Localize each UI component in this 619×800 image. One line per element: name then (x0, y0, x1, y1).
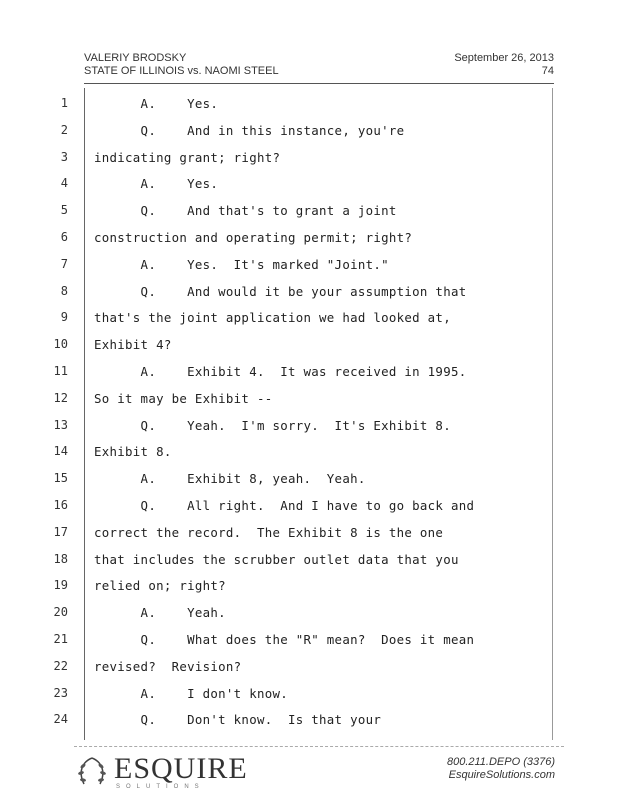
transcript-line: 14 Exhibit 8. (0, 442, 619, 462)
line-number: 1 (60, 96, 68, 110)
line-text: relied on; right? (94, 578, 226, 594)
logo-subtitle: SOLUTIONS (116, 784, 205, 790)
transcript-line: 11 A. Exhibit 4. It was received in 1995… (0, 362, 619, 382)
witness-name: VALERIY BRODSKY (84, 52, 187, 64)
line-text: indicating grant; right? (94, 149, 281, 165)
line-number: 12 (53, 390, 68, 405)
line-number: 13 (53, 417, 68, 432)
line-text: Q. Yeah. I'm sorry. It's Exhibit 8. (94, 417, 451, 433)
laurel-icon (78, 757, 106, 785)
line-text: correct the record. The Exhibit 8 is the… (94, 524, 444, 540)
transcript-line: 24 Q. Don't know. Is that your (0, 710, 619, 730)
line-number: 16 (53, 498, 68, 512)
esquire-logo: ESQUIRE SOLUTIONS (74, 752, 247, 792)
line-text: Q. All right. And I have to go back and (94, 498, 475, 513)
line-text: Exhibit 8. (94, 444, 172, 460)
transcript-line: 16 Q. All right. And I have to go back a… (0, 496, 619, 516)
deposition-date: September 26, 2013 (454, 52, 554, 64)
line-number: 22 (53, 658, 68, 673)
line-text: Q. And in this instance, you're (94, 122, 405, 138)
transcript-line: 19 relied on; right? (0, 576, 619, 596)
transcript-line: 23 A. I don't know. (0, 684, 619, 704)
line-text: Exhibit 4? (94, 337, 172, 353)
line-text: that's the joint application we had look… (94, 310, 451, 326)
line-number: 8 (60, 283, 68, 298)
line-number: 5 (60, 203, 68, 218)
left-margin-rule (84, 88, 85, 740)
transcript-line: 17 correct the record. The Exhibit 8 is t… (0, 523, 619, 543)
line-number: 20 (53, 605, 68, 620)
line-text: A. Exhibit 8, yeah. Yeah. (94, 471, 366, 487)
line-number: 19 (53, 578, 68, 593)
line-text: A. I don't know. (94, 685, 288, 701)
transcript-line: 7 A. Yes. It's marked "Joint." (0, 255, 619, 275)
case-title: STATE OF ILLINOIS vs. NAOMI STEEL (84, 65, 279, 77)
line-text: Q. Don't know. Is that your (94, 712, 382, 728)
transcript-line: 3 indicating grant; right? (0, 148, 619, 168)
line-number: 24 (53, 712, 68, 727)
page-number: 74 (541, 65, 554, 77)
line-number: 10 (53, 337, 68, 352)
transcript-line: 10 Exhibit 4? (0, 335, 619, 355)
line-number: 14 (53, 444, 68, 459)
line-text: A. Yes. (94, 176, 219, 192)
line-number: 11 (53, 364, 68, 378)
line-number: 23 (53, 685, 68, 700)
line-text: construction and operating permit; right… (94, 230, 413, 245)
header-left: VALERIY BRODSKY STATE OF ILLINOIS vs. NA… (84, 52, 279, 78)
line-number: 18 (53, 551, 68, 566)
line-text: A. Exhibit 4. It was received in 1995. (94, 364, 467, 379)
transcript-line: 8 Q. And would it be your assumption tha… (0, 282, 619, 302)
transcript-line: 18 that includes the scrubber outlet data… (0, 550, 619, 570)
footer-divider (74, 746, 564, 747)
line-number: 2 (60, 122, 68, 137)
line-number: 4 (60, 176, 68, 191)
transcript-line: 5 Q. And that's to grant a joint (0, 201, 619, 221)
transcript-line: 13 Q. Yeah. I'm sorry. It's Exhibit 8. (0, 416, 619, 436)
transcript-line: 2 Q. And in this instance, you're (0, 121, 619, 141)
line-text: Q. And would it be your assumption that (94, 283, 467, 299)
contact-info: 800.211.DEPO (3376) EsquireSolutions.com (447, 756, 555, 782)
line-text: So it may be Exhibit -- (94, 390, 273, 406)
transcript-line: 21 Q. What does the "R" mean? Does it me… (0, 630, 619, 650)
line-text: A. Yeah. (94, 605, 226, 621)
transcript-line: 1 A. Yes. (0, 94, 619, 114)
header-right: September 26, 2013 74 (454, 52, 554, 78)
line-text: Q. What does the "R" mean? Does it mean (94, 632, 475, 647)
phone-number: 800.211.DEPO (3376) (446, 756, 555, 768)
line-number: 9 (60, 310, 68, 325)
line-text: Q. And that's to grant a joint (94, 203, 397, 219)
website-link[interactable]: EsquireSolutions.com (448, 769, 555, 781)
transcript-line: 12 So it may be Exhibit -- (0, 389, 619, 409)
page-header: VALERIY BRODSKY STATE OF ILLINOIS vs. NA… (84, 52, 554, 82)
header-divider (84, 83, 554, 84)
right-margin-rule (552, 88, 553, 740)
line-text: revised? Revision? (94, 658, 242, 674)
line-number: 17 (53, 524, 68, 539)
transcript-line: 9 that's the joint application we had loo… (0, 308, 619, 328)
line-number: 21 (53, 632, 68, 646)
line-text: A. Yes. (94, 96, 219, 111)
line-number: 3 (60, 149, 68, 164)
line-number: 15 (53, 471, 68, 486)
line-number: 6 (60, 230, 68, 244)
line-text: A. Yes. It's marked "Joint." (94, 256, 389, 272)
logo-wordmark: ESQUIRE (114, 752, 248, 785)
transcript-line: 4 A. Yes. (0, 174, 619, 194)
transcript-line: 15 A. Exhibit 8, yeah. Yeah. (0, 469, 619, 489)
transcript-line: 22 revised? Revision? (0, 657, 619, 677)
transcript-line: 6 construction and operating permit; righ… (0, 228, 619, 248)
transcript-line: 20 A. Yeah. (0, 603, 619, 623)
line-text: that includes the scrubber outlet data t… (94, 551, 459, 567)
line-number: 7 (60, 256, 68, 271)
